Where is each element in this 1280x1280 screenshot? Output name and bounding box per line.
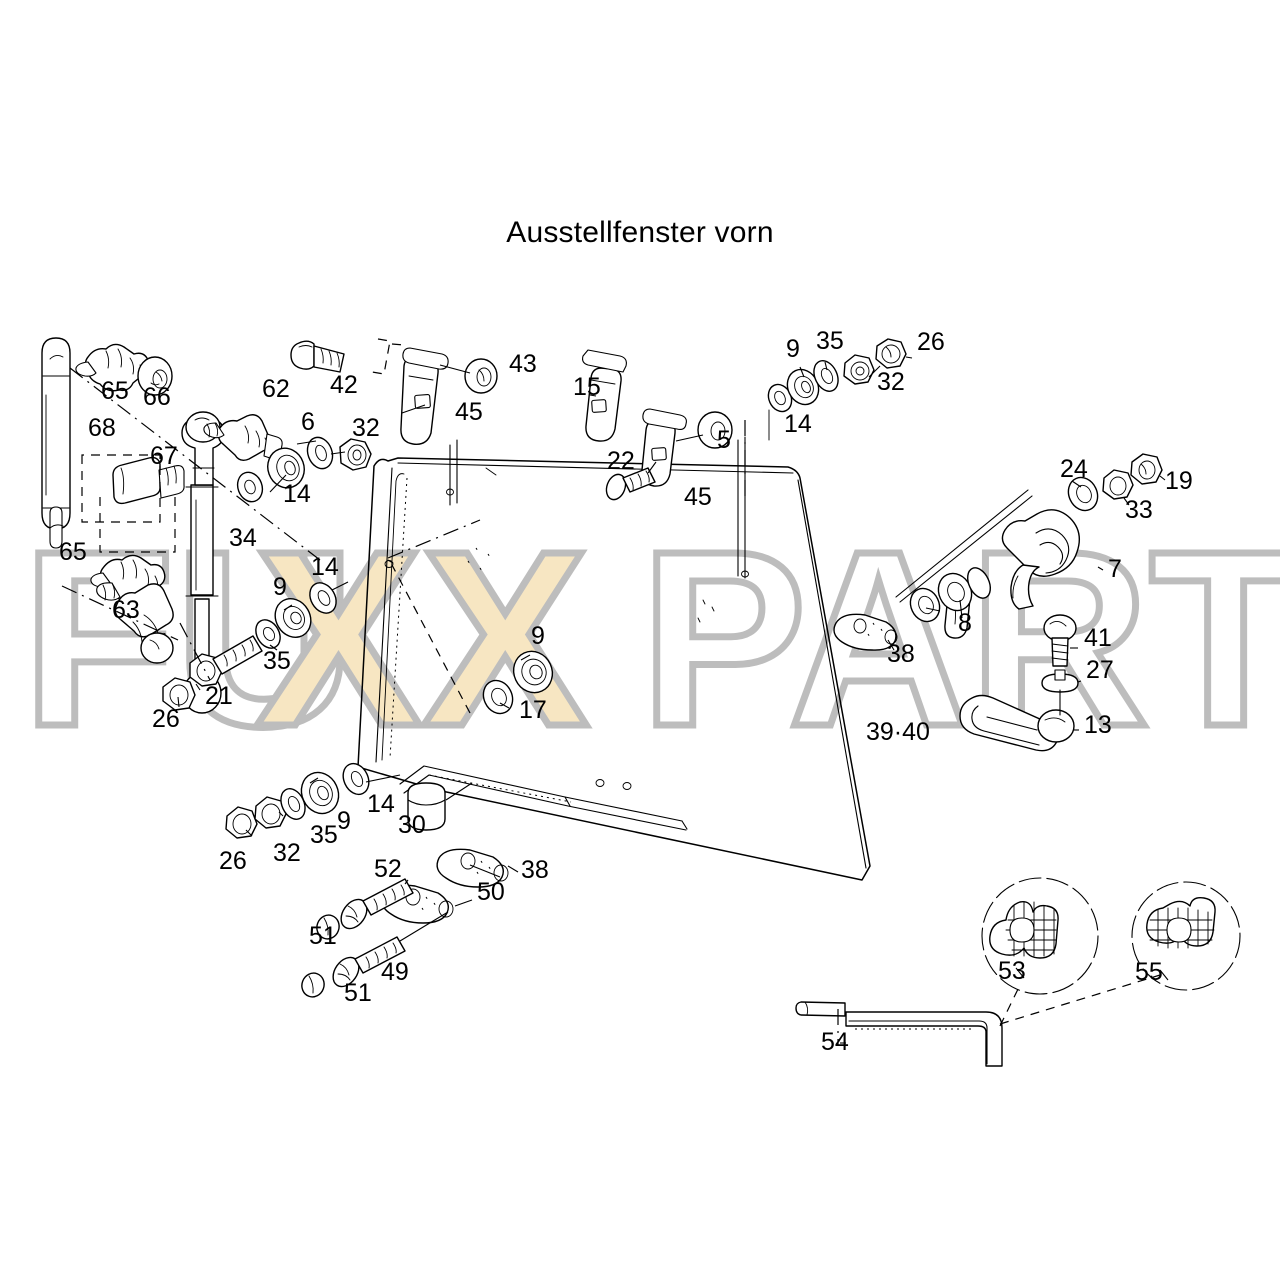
part-callout-43: 43 bbox=[509, 350, 537, 378]
part-68-gas-strut bbox=[41, 337, 71, 549]
part-41-screw bbox=[1043, 614, 1078, 667]
part-callout-14a: 14 bbox=[283, 480, 311, 508]
part-callout-27: 27 bbox=[1086, 656, 1114, 684]
part-callout-9c: 9 bbox=[531, 622, 545, 650]
part-callout-35c: 35 bbox=[310, 821, 338, 849]
part-callout-13: 13 bbox=[1084, 711, 1112, 739]
part-51-clips bbox=[301, 914, 340, 998]
part-7-lever-handle bbox=[895, 453, 1166, 639]
part-callout-39-40: 39·40 bbox=[866, 718, 930, 746]
part-63-t-joint bbox=[96, 582, 174, 664]
part-callout-62: 62 bbox=[262, 375, 290, 403]
part-callout-32b: 32 bbox=[877, 368, 905, 396]
part-callout-7: 7 bbox=[1108, 555, 1122, 583]
part-callout-53: 53 bbox=[998, 957, 1026, 985]
part-callout-6: 6 bbox=[301, 408, 315, 436]
part-callout-41: 41 bbox=[1084, 624, 1112, 652]
part-38-link-plate-lower bbox=[436, 848, 519, 888]
part-callout-45b: 45 bbox=[684, 483, 712, 511]
part-callout-14c: 14 bbox=[311, 553, 339, 581]
part-15-bracket bbox=[582, 349, 627, 442]
part-callout-30: 30 bbox=[398, 811, 426, 839]
part-callout-17: 17 bbox=[519, 696, 547, 724]
part-callout-35b: 35 bbox=[263, 647, 291, 675]
part-callout-9d: 9 bbox=[337, 807, 351, 835]
part-callout-51b: 51 bbox=[344, 979, 372, 1007]
part-38-link-plate-upper bbox=[833, 613, 898, 651]
part-callout-14d: 14 bbox=[367, 790, 395, 818]
part-49-screw bbox=[332, 911, 449, 988]
part-callout-55: 55 bbox=[1135, 958, 1163, 986]
part-callout-45a: 45 bbox=[455, 398, 483, 426]
part-callout-52: 52 bbox=[374, 855, 402, 883]
part-callout-32c: 32 bbox=[273, 839, 301, 867]
part-callout-26a: 26 bbox=[917, 328, 945, 356]
window-glass-panel bbox=[357, 457, 871, 881]
bushing-cluster-center bbox=[387, 559, 554, 715]
part-callout-5: 5 bbox=[717, 426, 731, 454]
part-67-sleeve bbox=[81, 454, 185, 553]
part-66-cap bbox=[137, 356, 173, 396]
part-callout-42: 42 bbox=[330, 371, 358, 399]
assembly-reference-lines bbox=[61, 367, 481, 681]
part-callout-38a: 38 bbox=[887, 640, 915, 668]
part-27-washer bbox=[1041, 669, 1082, 693]
page-title: Ausstellfenster vorn bbox=[506, 216, 774, 249]
part-45-bracket-upper bbox=[391, 343, 498, 445]
part-callout-21: 21 bbox=[205, 682, 233, 710]
part-callout-49: 49 bbox=[381, 958, 409, 986]
bushing-cluster-upper-left bbox=[236, 436, 372, 503]
part-callout-26c: 26 bbox=[219, 847, 247, 875]
part-callout-26b: 26 bbox=[152, 705, 180, 733]
part-42-bolt bbox=[290, 338, 391, 375]
part-54-seal-strip bbox=[795, 974, 1161, 1067]
part-callout-65: 65 bbox=[101, 377, 129, 405]
part-callout-66: 66 bbox=[143, 383, 171, 411]
part-callout-19: 19 bbox=[1165, 467, 1193, 495]
part-65-ball-joint-upper bbox=[75, 343, 150, 392]
bushing-cluster-left-mid bbox=[162, 581, 349, 711]
part-callout-9b: 9 bbox=[273, 573, 287, 601]
part-callout-68: 68 bbox=[88, 414, 116, 442]
part-callout-8: 8 bbox=[958, 609, 972, 637]
part-callout-22: 22 bbox=[607, 447, 635, 475]
part-callout-15: 15 bbox=[573, 373, 601, 401]
bushing-cluster-bottom-left bbox=[225, 762, 401, 839]
part-callout-32a: 32 bbox=[352, 414, 380, 442]
part-callout-67: 67 bbox=[150, 442, 178, 470]
part-13-handle-knob bbox=[959, 689, 1079, 752]
part-callout-54: 54 bbox=[821, 1028, 849, 1056]
part-callout-38b: 38 bbox=[521, 856, 549, 884]
part-callout-63: 63 bbox=[112, 596, 140, 624]
part-callout-34: 34 bbox=[229, 524, 257, 552]
part-55-seal-section bbox=[1131, 881, 1241, 991]
part-callout-65b: 65 bbox=[59, 538, 87, 566]
bushing-cluster-upper-right bbox=[767, 338, 913, 441]
part-callout-35a: 35 bbox=[816, 327, 844, 355]
part-62-fitting bbox=[203, 414, 283, 462]
part-callout-24: 24 bbox=[1060, 455, 1088, 483]
part-53-seal-section bbox=[981, 877, 1099, 995]
part-callout-33: 33 bbox=[1125, 496, 1153, 524]
part-callout-50: 50 bbox=[477, 878, 505, 906]
part-8-bushing-pair bbox=[909, 567, 992, 623]
part-callout-51a: 51 bbox=[309, 922, 337, 950]
part-45-bracket-lower bbox=[605, 408, 746, 501]
part-callout-9a: 9 bbox=[786, 335, 800, 363]
part-52-screw bbox=[340, 878, 414, 930]
part-callout-14b: 14 bbox=[784, 410, 812, 438]
part-30-plug bbox=[407, 782, 473, 831]
